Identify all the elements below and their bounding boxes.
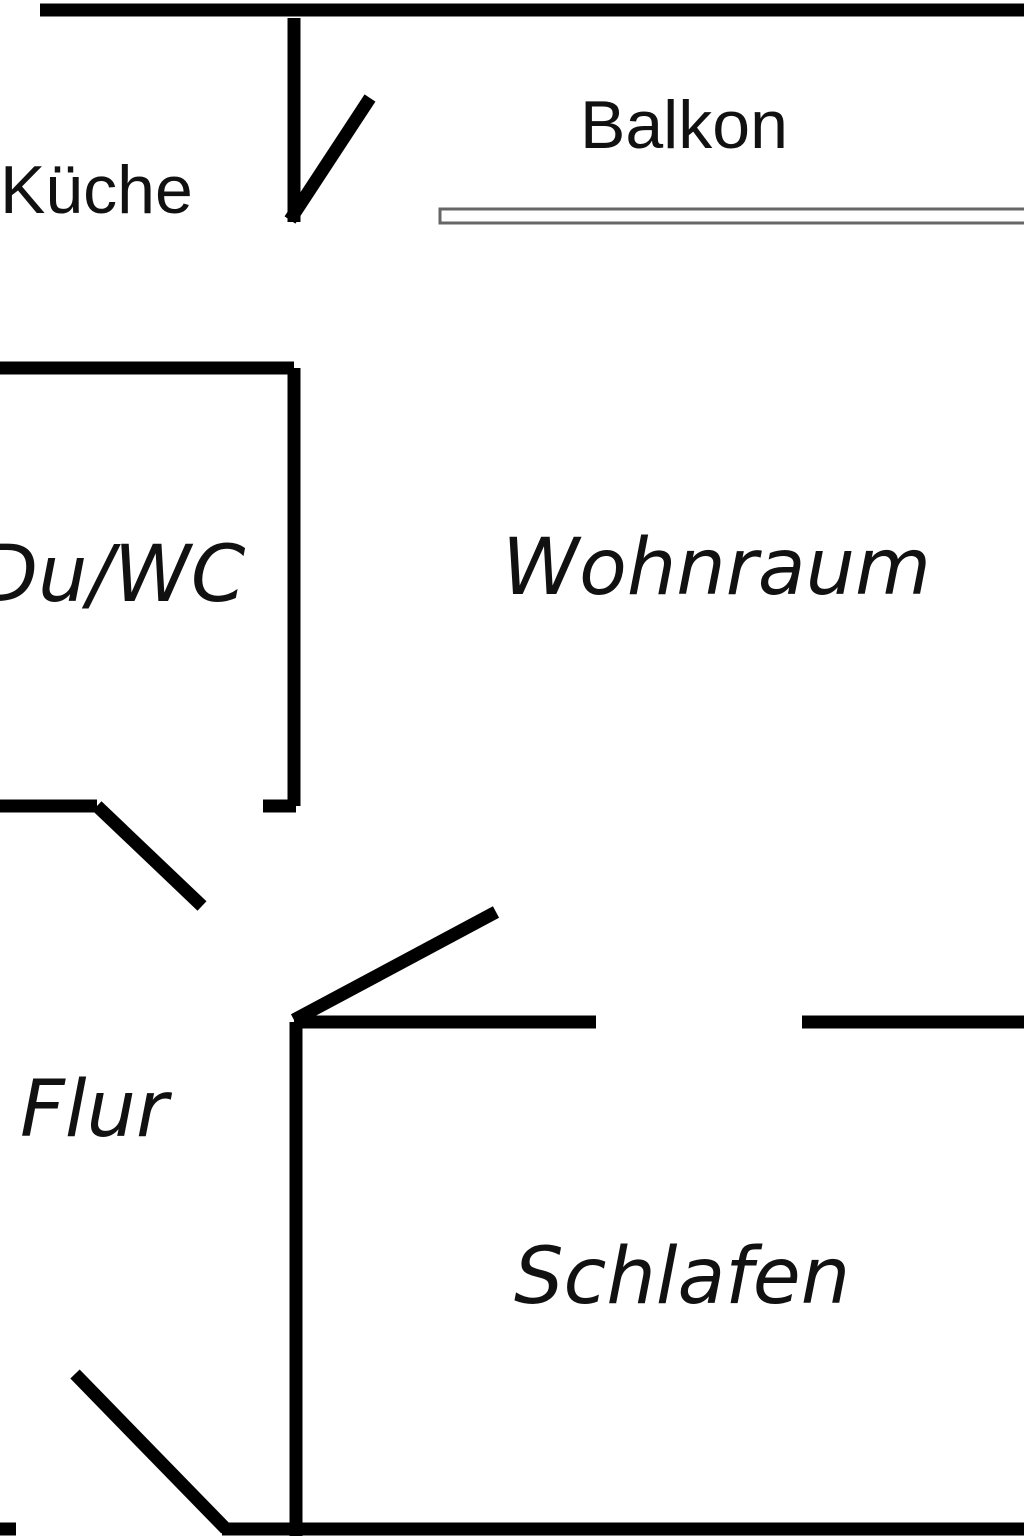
bathroom-door xyxy=(92,801,207,911)
room-label-kitchen: Küche xyxy=(0,152,193,228)
room-label-hall: Flur xyxy=(20,1065,173,1155)
room-label-bathroom: Du/WC xyxy=(0,530,246,620)
kitchen-door xyxy=(284,94,376,224)
bedroom-door xyxy=(290,906,500,1026)
room-label-bedroom: Schlafen xyxy=(514,1232,850,1322)
balcony-railing xyxy=(438,207,1024,225)
entrance-door xyxy=(70,1369,231,1534)
walls xyxy=(0,3,1024,1536)
room-label-balcony: Balkon xyxy=(580,87,788,163)
room-label-living: Wohnraum xyxy=(502,523,931,613)
doors xyxy=(70,94,500,1534)
